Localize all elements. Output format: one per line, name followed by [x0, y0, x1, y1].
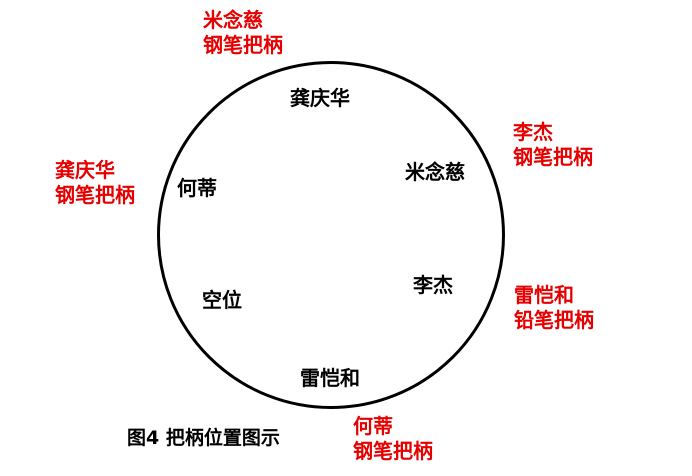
- handle-label-top-left: 米念慈 钢笔把柄: [203, 8, 283, 58]
- handle-name: 雷恺和: [514, 283, 574, 307]
- handle-name: 米念慈: [203, 8, 263, 32]
- handle-label-left-middle: 龚庆华 钢笔把柄: [55, 158, 135, 208]
- handle-pen-type: 钢笔把柄: [353, 439, 433, 463]
- seat-top-label: 龚庆华: [290, 86, 350, 110]
- seat-lower-left-label: 空位: [202, 288, 242, 312]
- seat-upper-right-label: 米念慈: [405, 160, 465, 184]
- handle-pen-type: 钢笔把柄: [203, 33, 283, 57]
- handle-pen-type: 铅笔把柄: [514, 308, 594, 332]
- table-circle: [157, 61, 505, 409]
- handle-pen-type: 钢笔把柄: [513, 145, 593, 169]
- seat-lower-right-label: 李杰: [413, 273, 453, 297]
- seat-bottom-label: 雷恺和: [300, 366, 360, 390]
- handle-name: 李杰: [513, 120, 553, 144]
- handle-name: 何蒂: [353, 414, 393, 438]
- handle-label-bottom-right: 何蒂 钢笔把柄: [353, 414, 433, 464]
- handle-name: 龚庆华: [55, 158, 115, 182]
- handle-label-right-lower: 雷恺和 铅笔把柄: [514, 283, 594, 333]
- handle-pen-type: 钢笔把柄: [55, 183, 135, 207]
- seat-upper-left-label: 何蒂: [177, 176, 217, 200]
- handle-label-right-upper: 李杰 钢笔把柄: [513, 120, 593, 170]
- figure-caption: 图4 把柄位置图示: [127, 427, 280, 449]
